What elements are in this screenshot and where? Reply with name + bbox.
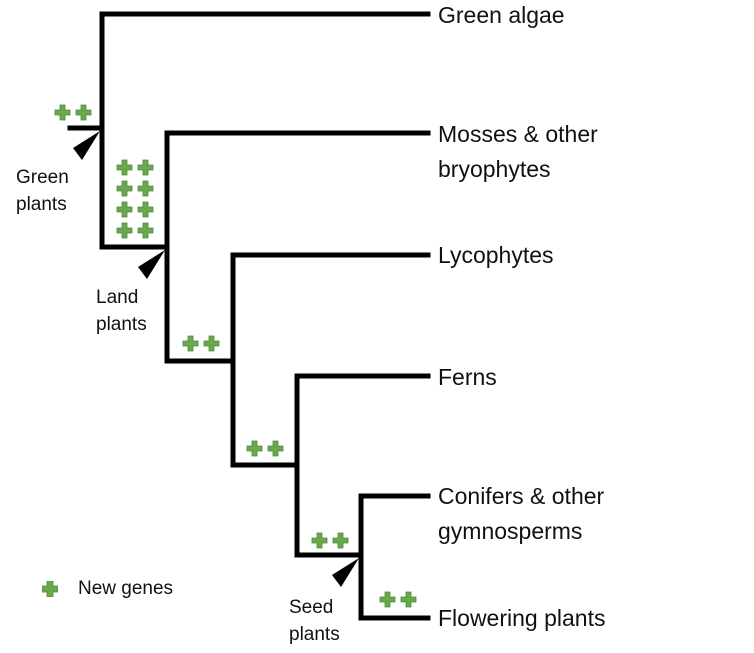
new-gene-plus-icon: [116, 222, 133, 239]
branch-flowering: [358, 552, 431, 621]
clade-text: Land: [96, 287, 139, 308]
new-gene-plus-icon: [116, 201, 133, 218]
taxon-label-green-algae: Green algae: [438, 0, 565, 33]
taxon-text: Conifers & other: [438, 483, 605, 509]
taxon-label-conifers: Conifers & other gymnosperms: [438, 479, 604, 549]
taxon-text: Ferns: [438, 364, 497, 390]
taxon-label-flowering: Flowering plants: [438, 601, 605, 636]
clade-text: Green: [16, 167, 69, 188]
new-gene-plus-icon: [311, 532, 328, 549]
taxon-text: Mosses & other: [438, 121, 598, 147]
taxon-text: Lycophytes: [438, 242, 554, 268]
branch-ferns: [294, 373, 431, 468]
branch-mosses: [164, 130, 431, 250]
new-gene-plus-icon: [267, 440, 284, 457]
new-gene-plus-icon: [137, 201, 154, 218]
taxon-label-lycophytes: Lycophytes: [438, 238, 554, 273]
new-gene-plus-icon: [182, 335, 199, 352]
arrow-green-plants: [73, 131, 100, 160]
new-gene-plus-icon: [116, 180, 133, 197]
arrow-land-plants: [138, 250, 165, 279]
taxon-text: bryophytes: [438, 156, 551, 182]
new-gene-plus-icon: [379, 591, 396, 608]
new-gene-plus-icon: [116, 159, 133, 176]
clade-text: plants: [96, 314, 147, 335]
new-gene-plus-icon: [54, 104, 71, 121]
new-gene-plus-icon: [137, 159, 154, 176]
clade-label-land-plants: Land plants: [96, 284, 147, 338]
branch-lycophytes: [230, 252, 431, 364]
new-gene-plus-icon: [137, 180, 154, 197]
legend-label: New genes: [78, 578, 174, 599]
branch-euphyllophyte-stem: [230, 358, 300, 468]
new-gene-plus-icon: [137, 222, 154, 239]
new-gene-plus-icon: [75, 104, 92, 121]
new-gene-plus-icon: [332, 532, 349, 549]
taxon-text: Flowering plants: [438, 605, 606, 631]
taxon-label-ferns: Ferns: [438, 360, 497, 395]
taxon-text: gymnosperms: [438, 518, 583, 544]
clade-text: Seed: [289, 597, 334, 618]
taxon-label-mosses: Mosses & other bryophytes: [438, 117, 598, 187]
branch-conifers: [358, 493, 431, 558]
clade-text: plants: [289, 624, 340, 645]
clade-text: plants: [16, 194, 67, 215]
clade-label-green-plants: Green plants: [16, 164, 69, 218]
new-gene-plus-icon: [203, 335, 220, 352]
clade-label-seed-plants: Seed plants: [289, 594, 340, 648]
new-gene-plus-icon: [246, 440, 263, 457]
branch-vascular-stem: [164, 244, 236, 364]
plus-icon: [42, 581, 58, 597]
branch-seed-plants-stem: [294, 462, 364, 558]
legend: New genes: [42, 578, 173, 600]
branch-land-plants-stem: [99, 125, 170, 250]
arrow-seed-plants: [332, 558, 359, 587]
branch-green-algae: [99, 11, 431, 131]
new-gene-plus-icon: [400, 591, 417, 608]
taxon-text: Green algae: [438, 2, 565, 28]
